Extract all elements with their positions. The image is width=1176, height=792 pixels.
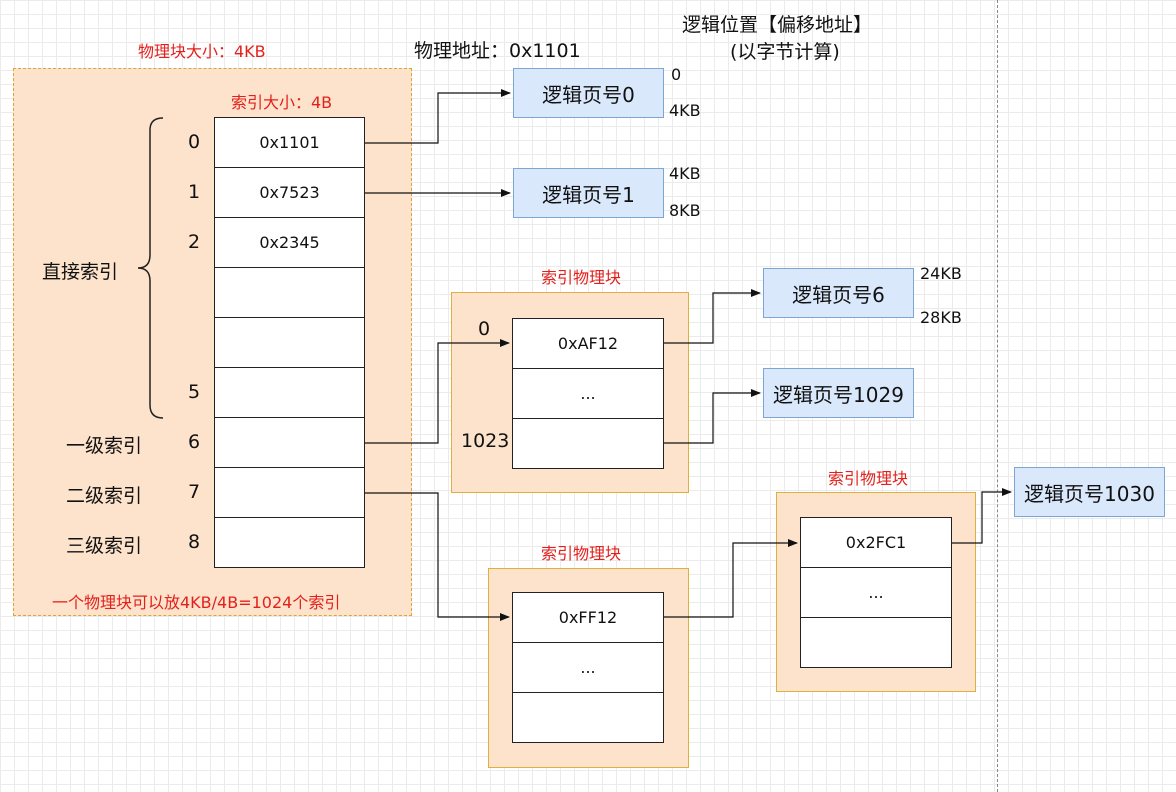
logical-page-6: 逻辑页号6 — [763, 268, 914, 318]
index-block-title: 索引物理块 — [541, 268, 622, 287]
arrow-cell0-to-page0 — [365, 89, 511, 144]
logical-page-1: 逻辑页号1 — [513, 168, 664, 218]
row-number: 1 — [188, 181, 201, 203]
index-cell: ... — [512, 642, 664, 693]
arrow-ff12-to-index-block — [664, 539, 798, 618]
inode-cell-0: 0x1101 — [214, 117, 365, 168]
page-offset-start: 4KB — [669, 164, 701, 183]
index-number: 1023 — [461, 430, 510, 452]
arrow-cell6-to-index-block — [365, 339, 510, 444]
inode-cell-8 — [214, 517, 365, 568]
page-offset-end: 8KB — [669, 201, 701, 220]
logical-page-1030: 逻辑页号1030 — [1014, 467, 1165, 517]
logical-position-label: 逻辑位置【偏移地址】 — [682, 14, 873, 36]
direct-index-label: 直接索引 — [42, 261, 119, 283]
page-offset-start: 0 — [671, 65, 682, 84]
row-number: 2 — [188, 231, 201, 253]
logical-position-note: (以字节计算) — [730, 41, 840, 63]
index-block-title: 索引物理块 — [541, 544, 622, 563]
index-cell: 0xAF12 — [512, 318, 664, 369]
page-offset-start: 24KB — [920, 264, 962, 283]
arrow-af12-to-page6 — [664, 289, 761, 344]
row-number: 5 — [188, 381, 201, 403]
physical-address-label: 物理地址：0x1101 — [414, 40, 581, 62]
index-cell — [800, 617, 952, 668]
index-size-label: 索引大小：4B — [231, 93, 333, 112]
index-cell — [512, 418, 664, 469]
logical-page-1029: 逻辑页号1029 — [763, 368, 914, 418]
level1-index-label: 一级索引 — [66, 435, 143, 457]
level2-index-label: 二级索引 — [66, 485, 143, 507]
index-number: 0 — [478, 318, 491, 340]
row-number: 6 — [188, 431, 201, 453]
index-block-title: 索引物理块 — [828, 469, 909, 488]
page-boundary-line — [997, 0, 998, 792]
row-number: 0 — [188, 131, 201, 153]
row-number: 7 — [188, 481, 201, 503]
row-number: 8 — [188, 531, 201, 553]
arrow-cell7-to-index-block — [365, 492, 510, 621]
inode-footer-label: 一个物理块可以放4KB/4B=1024个索引 — [52, 593, 341, 612]
page-offset-end: 28KB — [920, 308, 962, 327]
logical-page-0: 逻辑页号0 — [513, 68, 664, 118]
arrow-1023-to-page1029 — [664, 389, 761, 444]
index-cell: ... — [512, 368, 664, 419]
page-offset-end: 4KB — [669, 101, 701, 120]
index-cell — [512, 692, 664, 743]
arrow-2fc1-to-page1030 — [952, 488, 1012, 544]
level3-index-label: 三级索引 — [66, 535, 143, 557]
direct-index-brace — [137, 117, 164, 419]
block-size-label: 物理块大小：4KB — [138, 42, 266, 61]
